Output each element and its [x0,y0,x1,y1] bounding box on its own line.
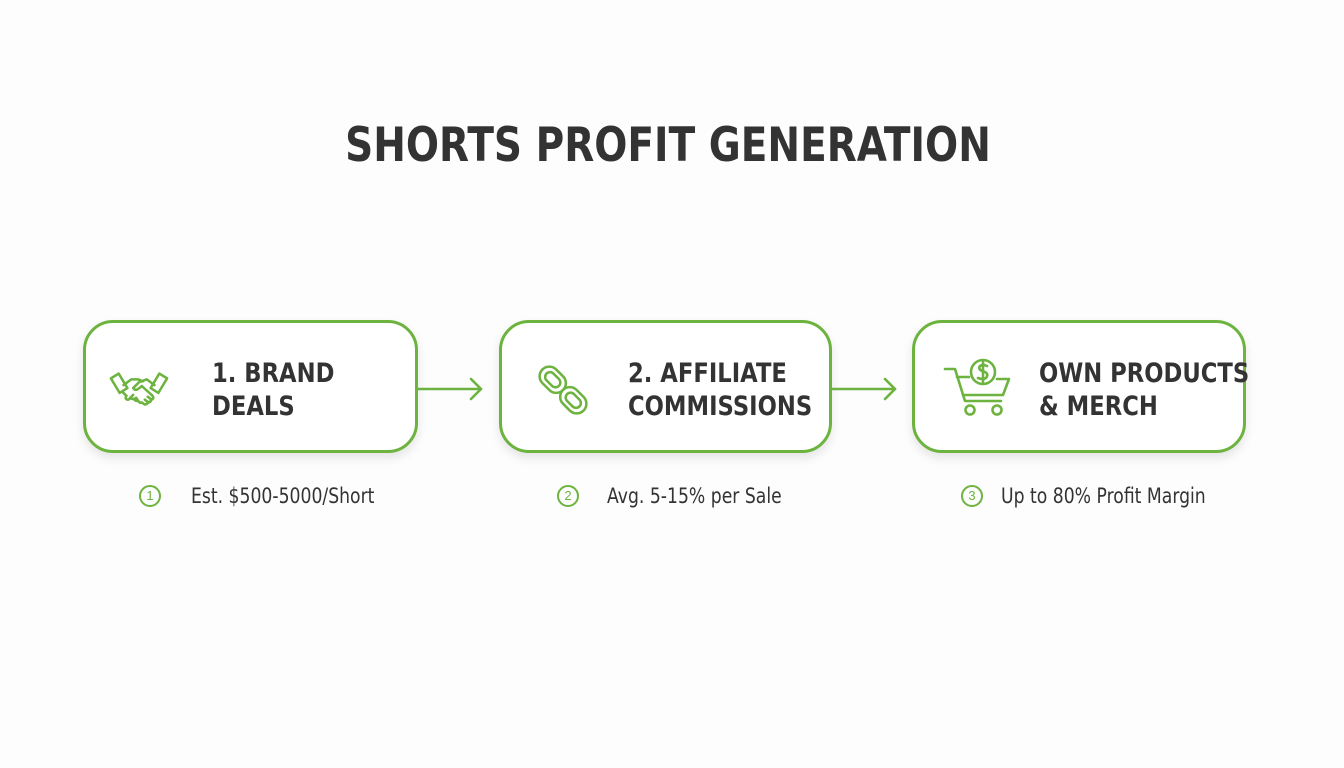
step-note: 3 Up to 80% Profit Margin [961,483,1221,511]
step-number-badge: 3 [961,485,983,507]
step-number-badge: 2 [557,485,579,507]
step-label: OWN PRODUCTS & MERCH [1039,358,1250,422]
handshake-icon [108,359,170,421]
step-label: 1. BRAND DEALS [212,358,335,422]
step-card-affiliate-commissions: 2. AFFILIATE COMMISSIONS [499,320,832,453]
step-note: 2 Avg. 5-15% per Sale [557,483,797,511]
diagram-title: SHORTS PROFIT GENERATION [345,118,991,173]
step-note-text: Avg. 5-15% per Sale [607,484,782,508]
step-note: 1 Est. $500-5000/Short [139,483,399,511]
step-note-text: Est. $500-5000/Short [191,484,375,508]
step-card-brand-deals: 1. BRAND DEALS [83,320,418,453]
flow-arrow [832,376,898,402]
step-label: 2. AFFILIATE COMMISSIONS [628,358,813,422]
shopping-cart-dollar-icon [943,357,1013,423]
step-card-own-products: OWN PRODUCTS & MERCH [912,320,1250,453]
chain-link-icon [532,359,594,421]
step-number-badge: 1 [139,485,161,507]
step-note-text: Up to 80% Profit Margin [1001,484,1206,508]
flow-arrow [418,376,484,402]
